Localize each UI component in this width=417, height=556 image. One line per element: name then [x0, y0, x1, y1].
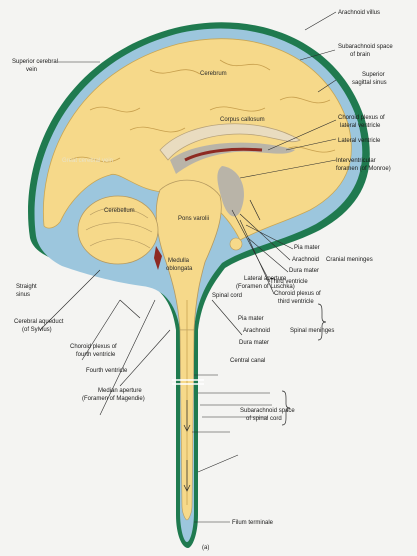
label-choroid-lateral: Choroid plexus of	[338, 115, 385, 121]
label-superior-sagittal-2: sagittal sinus	[352, 80, 387, 86]
pituitary-shape	[230, 238, 242, 250]
label-central-canal: Central canal	[230, 358, 265, 364]
label-pia-spinal: Pia mater	[238, 316, 264, 322]
label-spinal-cord: Spinal cord	[212, 293, 242, 299]
cranial-meninges-brace	[318, 304, 326, 340]
label-subarachnoid-brain: Subarachnoid space	[338, 44, 393, 50]
label-cranial-meninges: Cranial meninges	[326, 257, 373, 263]
label-pons: Pons varolii	[178, 216, 209, 222]
label-cerebral-aqueduct-2: (of Sylvius)	[22, 327, 52, 333]
label-subarachnoid-spinal: Subarachnoid space	[240, 408, 295, 414]
label-choroid-lateral-2: lateral ventricle	[340, 123, 381, 129]
label-fourth-ventricle: Fourth ventricle	[86, 368, 128, 374]
label-lateral-aperture-2: (Foramen of Luschka)	[236, 284, 295, 290]
label-choroid-third-2: third ventricle	[278, 299, 314, 305]
panel-letter: (a)	[202, 545, 209, 551]
label-arachnoid-villus: Arachnoid villus	[338, 10, 380, 16]
label-subarachnoid-brain-2: of brain	[350, 52, 370, 58]
label-lateral-ventricle: Lateral ventricle	[338, 138, 381, 144]
label-great-cerebral-vein: Great cerebral vein	[62, 158, 113, 164]
label-medulla: Medulla	[168, 258, 190, 264]
label-straight-sinus-2: sinus	[16, 292, 30, 298]
label-interventricular: Interventricular	[336, 158, 376, 164]
label-superior-sagittal: Superior	[362, 72, 385, 78]
label-cerebral-aqueduct: Cerebral aqueduct	[14, 319, 64, 325]
label-interventricular-2: foramen (of Monroe)	[336, 166, 391, 172]
label-arachnoid-spinal: Arachnoid	[243, 328, 270, 334]
label-spinal-meninges: Spinal meninges	[290, 328, 334, 334]
label-lateral-aperture: Lateral aperture	[244, 276, 287, 282]
label-medulla-2: oblongata	[166, 266, 193, 272]
label-filum-terminale: Filum terminale	[232, 520, 274, 526]
label-superior-cerebral-vein: Superior cerebral	[12, 59, 58, 65]
label-pia-cranial: Pia mater	[294, 245, 320, 251]
label-choroid-third: Choroid plexus of	[274, 291, 321, 297]
label-subarachnoid-spinal-2: of spinal cord	[246, 416, 282, 422]
label-choroid-fourth-2: fourth ventricle	[76, 352, 116, 358]
label-straight-sinus: Straight	[16, 284, 37, 290]
label-dura-cranial: Dura mater	[289, 268, 319, 274]
label-superior-cerebral-vein-2: vein	[26, 67, 37, 73]
label-corpus-callosum: Corpus callosum	[220, 117, 265, 123]
label-dura-spinal: Dura mater	[239, 340, 269, 346]
label-arachnoid-cranial: Arachnoid	[292, 257, 319, 263]
cerebellum-shape	[78, 196, 158, 264]
label-cerebellum: Cerebellum	[104, 208, 135, 214]
label-median-aperture: Median aperture	[98, 388, 142, 394]
label-choroid-fourth: Choroid plexus of	[70, 344, 117, 350]
label-cerebrum: Cerebrum	[200, 71, 227, 77]
label-median-aperture-2: (Foramen of Magendie)	[82, 396, 145, 402]
